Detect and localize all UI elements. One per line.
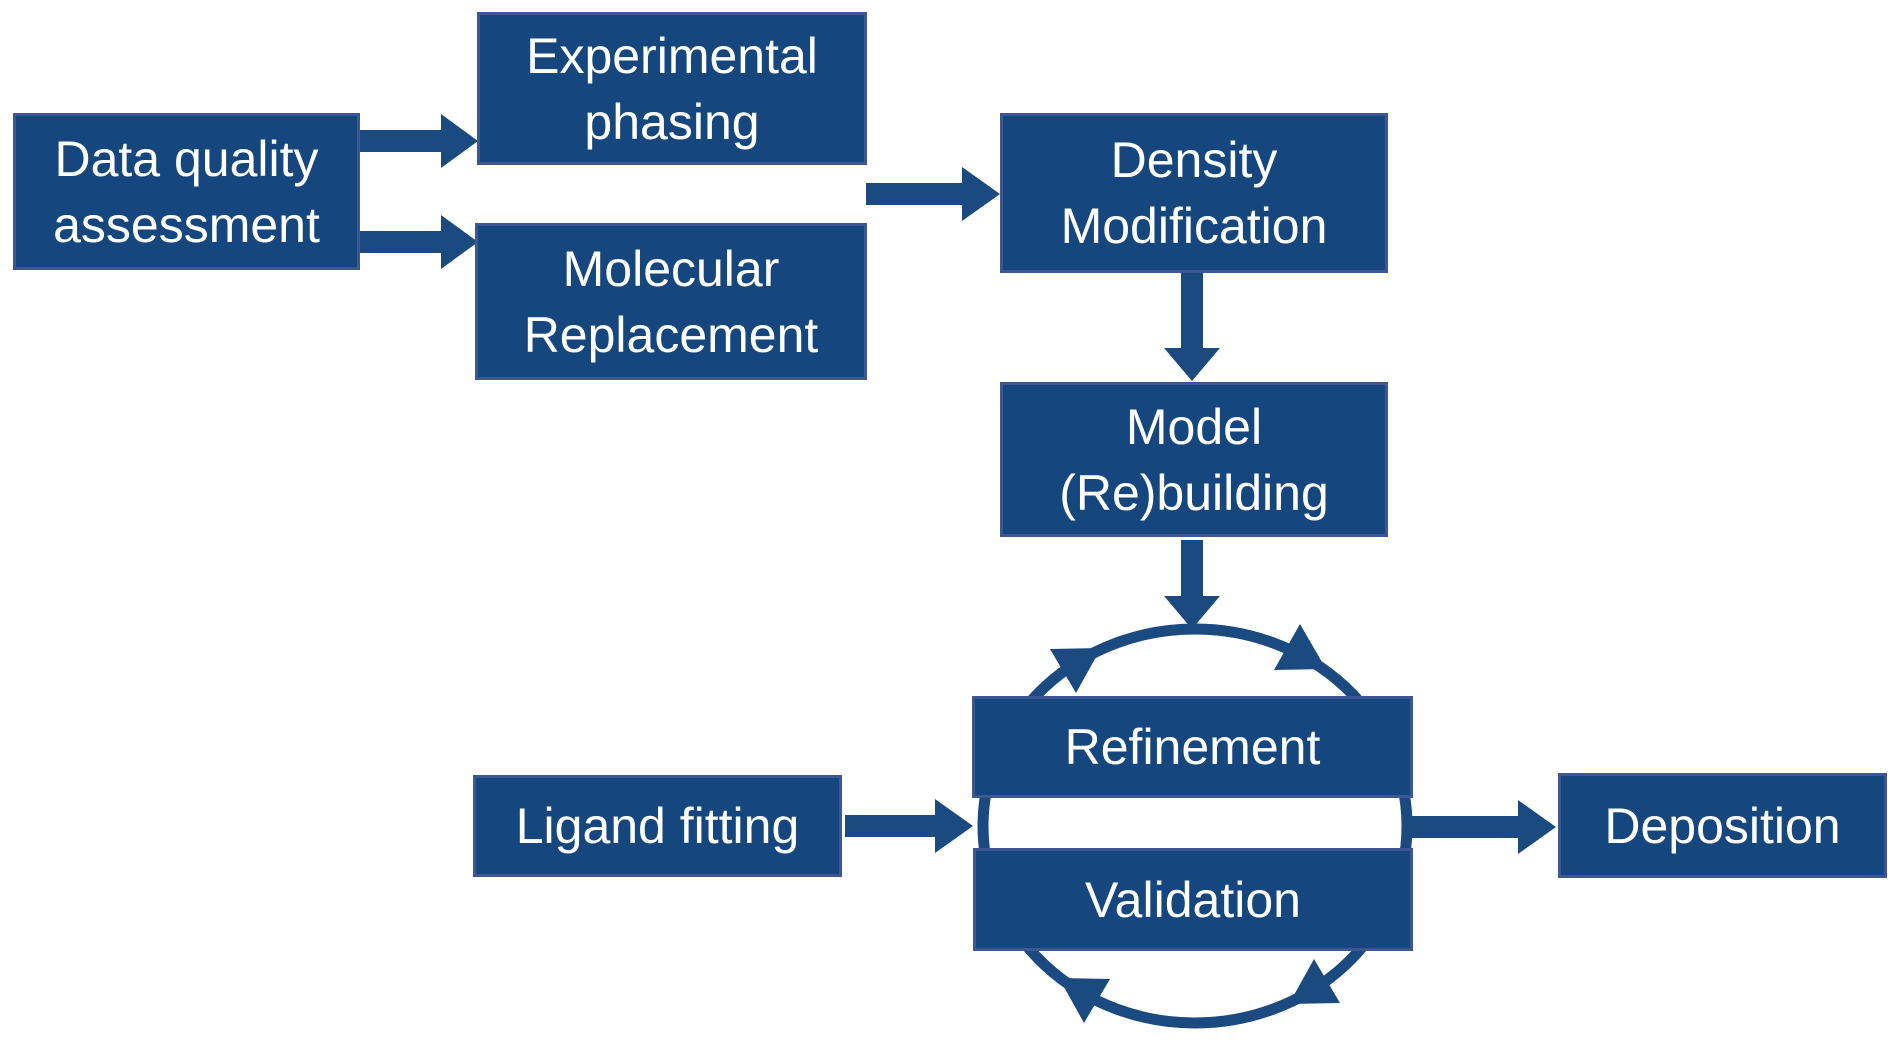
- node-label-line: (Re)building: [1059, 464, 1329, 521]
- node-data-quality-assessment: Data quality assessment: [13, 113, 360, 270]
- arrow-data-quality-to-molecular-replacement: [360, 215, 478, 269]
- arrow-cycle-to-deposition: [1412, 800, 1556, 854]
- node-label-line: assessment: [53, 196, 320, 253]
- node-deposition: Deposition: [1558, 773, 1887, 878]
- node-label-line: Density: [1110, 132, 1278, 188]
- node-density-modification: Density Modification: [1000, 113, 1388, 273]
- node-label-line: Refinement: [1064, 719, 1321, 775]
- cycle-arrowhead-bottom-right-icon: [1289, 959, 1340, 1004]
- cycle-ellipse: [977, 623, 1413, 1029]
- node-experimental-phasing: Experimental phasing: [477, 12, 867, 165]
- arrow-model-rebuilding-to-cycle: [1164, 540, 1220, 629]
- cycle-arrowhead-top-right-icon: [1274, 624, 1326, 670]
- node-label-line: Ligand fitting: [515, 798, 800, 854]
- node-label-line: Deposition: [1604, 797, 1841, 854]
- node-label-line: Replacement: [523, 306, 819, 363]
- node-label-line: Molecular: [562, 240, 780, 297]
- node-label-line: Data quality: [54, 130, 319, 187]
- node-validation: Validation: [973, 848, 1413, 951]
- node-label-line: Experimental: [526, 27, 818, 84]
- node-model-rebuilding: Model (Re)building: [1000, 382, 1388, 537]
- node-label-line: phasing: [584, 93, 760, 150]
- arrow-density-modification-to-model-rebuilding: [1164, 273, 1220, 381]
- arrow-data-quality-to-experimental-phasing: [360, 114, 478, 168]
- arrow-ligand-fitting-to-cycle: [845, 799, 973, 853]
- node-label-line: Model: [1125, 398, 1263, 455]
- node-refinement: Refinement: [972, 696, 1413, 798]
- arrow-phasing-to-density-modification: [866, 167, 1000, 221]
- node-label-line: Validation: [1085, 871, 1301, 928]
- cycle-arrowhead-top-left-icon: [1050, 648, 1101, 693]
- node-label-line: Modification: [1060, 198, 1328, 254]
- node-ligand-fitting: Ligand fitting: [473, 775, 842, 877]
- cycle-arrowhead-bottom-left-icon: [1059, 978, 1110, 1023]
- node-molecular-replacement: Molecular Replacement: [475, 223, 867, 380]
